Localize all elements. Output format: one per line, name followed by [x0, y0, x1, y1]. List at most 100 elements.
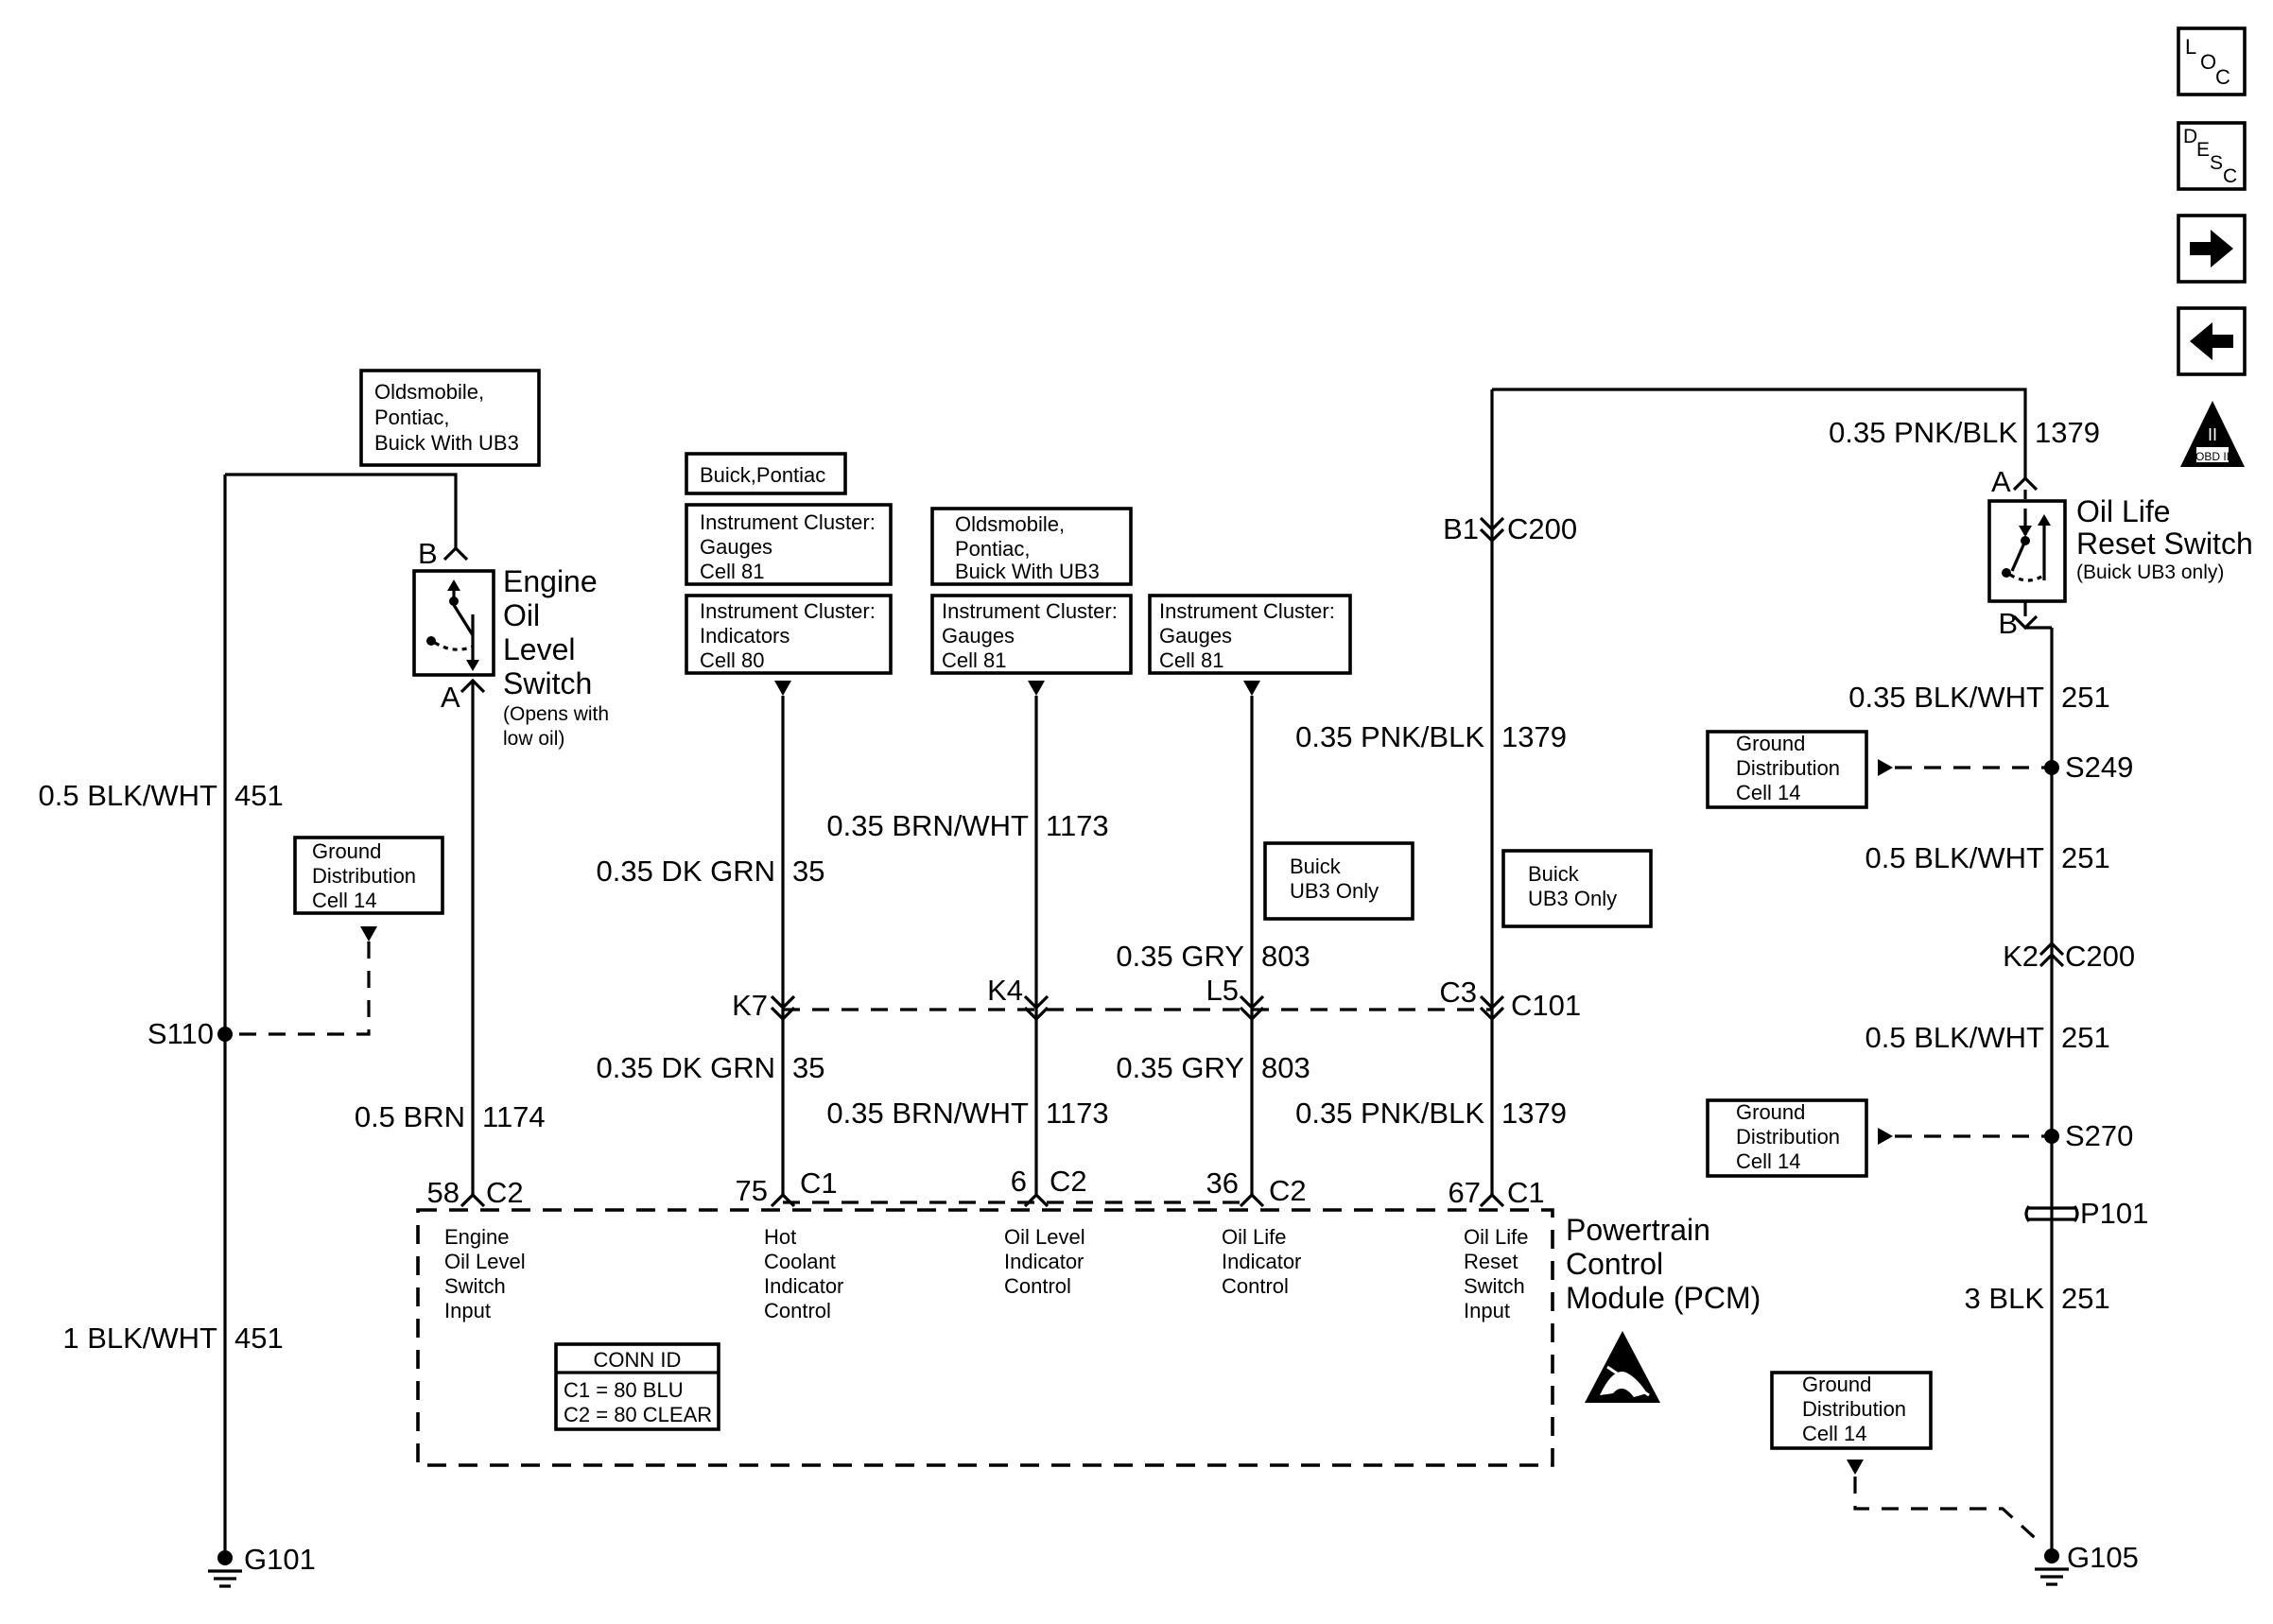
svg-text:C1: C1 — [800, 1166, 838, 1200]
svg-text:1173: 1173 — [1046, 1097, 1109, 1130]
ref-box-olds-pont-buick-ub3-center: Oldsmobile, Pontiac, Buick With UB3 — [930, 507, 1133, 586]
wire-label-1379-mid: 0.35 PNK/BLK 1379 — [1295, 720, 1567, 753]
ref-box-ic-indicators: Instrument Cluster: Indicators Cell 80 — [685, 594, 893, 675]
svg-text:CONN ID: CONN ID — [594, 1348, 682, 1372]
svg-text:G101: G101 — [244, 1543, 316, 1576]
wire-label-1173-upper: 0.35 BRN/WHT 1173 — [826, 809, 1108, 842]
svg-text:Pontiac,: Pontiac, — [955, 537, 1031, 561]
splice-s249: S249 — [2044, 751, 2133, 784]
conn-id-box: CONN ID C1 = 80 BLU C2 = 80 CLEAR — [554, 1342, 720, 1431]
svg-text:75: 75 — [736, 1174, 768, 1207]
wire-label-451-lower: 1 BLK/WHT 451 — [62, 1322, 283, 1355]
wire-label-451-upper: 0.5 BLK/WHT 451 — [39, 779, 284, 812]
svg-text:0.35 GRY: 0.35 GRY — [1116, 1051, 1244, 1084]
svg-text:0.35 DK GRN: 0.35 DK GRN — [596, 1051, 775, 1084]
description-nav-button[interactable]: D E S C — [2177, 121, 2247, 191]
svg-text:Powertrain: Powertrain — [1566, 1213, 1710, 1247]
svg-text:0.5 BLK/WHT: 0.5 BLK/WHT — [1865, 1021, 2045, 1054]
svg-text:C1: C1 — [1507, 1176, 1545, 1209]
svg-text:Switch: Switch — [1464, 1274, 1525, 1298]
svg-text:Gauges: Gauges — [942, 624, 1015, 648]
wire-label-35-lower: 0.35 DK GRN 35 — [596, 1051, 824, 1084]
wire-label-1379-top: 0.35 PNK/BLK 1379 — [1829, 416, 2100, 449]
wire-label-803-lower: 0.35 GRY 803 — [1116, 1051, 1310, 1084]
svg-text:C3: C3 — [1439, 976, 1477, 1009]
svg-text:Oil: Oil — [503, 598, 540, 632]
svg-text:Switch: Switch — [444, 1274, 506, 1298]
svg-text:0.35 BRN/WHT: 0.35 BRN/WHT — [826, 1097, 1029, 1130]
obd-ii-icon[interactable]: II OBD II — [2180, 401, 2245, 467]
pcm-input-hot-coolant: Hot Coolant Indicator Control — [764, 1225, 843, 1322]
next-page-button[interactable] — [2177, 214, 2247, 284]
pcm-input-oil-life-reset: Oil Life Reset Switch Input — [1464, 1225, 1528, 1322]
desc-letter-d: D — [2183, 126, 2197, 147]
svg-text:low oil): low oil) — [503, 728, 564, 750]
svg-text:58: 58 — [427, 1176, 460, 1209]
svg-text:Oil Life: Oil Life — [1464, 1225, 1528, 1249]
svg-text:0.5 BLK/WHT: 0.5 BLK/WHT — [1865, 841, 2045, 874]
right-arrow-icon — [2190, 230, 2233, 268]
svg-text:S249: S249 — [2065, 751, 2133, 784]
ref-box-buick-ub3-only-right: Buick UB3 Only — [1501, 849, 1653, 928]
svg-text:Ground: Ground — [1736, 1100, 1805, 1124]
wire-label-803-upper: 0.35 GRY 803 — [1116, 940, 1310, 973]
svg-text:Cell 14: Cell 14 — [1736, 1149, 1800, 1173]
svg-text:Buick,Pontiac: Buick,Pontiac — [700, 463, 825, 487]
svg-text:Switch: Switch — [503, 666, 592, 700]
location-nav-button[interactable]: L O C — [2177, 26, 2247, 96]
ref-box-buick-pontiac: Buick,Pontiac — [685, 452, 847, 495]
svg-text:67: 67 — [1449, 1176, 1481, 1209]
svg-text:1379: 1379 — [2035, 416, 2100, 449]
svg-text:0.5 BLK/WHT: 0.5 BLK/WHT — [39, 779, 218, 812]
svg-text:Indicators: Indicators — [700, 624, 789, 648]
ref-box-ground-distribution-left: Ground Distribution Cell 14 — [293, 836, 444, 915]
svg-text:6: 6 — [1011, 1165, 1027, 1198]
ref-box-ground-distribution-g105: Ground Distribution Cell 14 — [1770, 1371, 1933, 1450]
svg-text:0.35 PNK/BLK: 0.35 PNK/BLK — [1295, 1097, 1484, 1130]
svg-text:251: 251 — [2061, 1282, 2110, 1315]
svg-text:Input: Input — [444, 1299, 491, 1322]
svg-text:A: A — [1991, 465, 2011, 498]
svg-text:C2 = 80 CLEAR: C2 = 80 CLEAR — [564, 1403, 712, 1426]
ref-box-ic-gauges-oil-life: Instrument Cluster: Gauges Cell 81 — [1148, 594, 1352, 675]
loc-letter-l: L — [2185, 35, 2196, 59]
svg-text:451: 451 — [234, 779, 284, 812]
wire-label-1379-lower: 0.35 PNK/BLK 1379 — [1295, 1097, 1567, 1130]
svg-text:Instrument Cluster:: Instrument Cluster: — [700, 599, 876, 623]
engine-oil-level-switch: B A Engine Oil Level Switch (Opens with … — [412, 537, 609, 750]
pcm-input-oil-level-indicator: Oil Level Indicator Control — [1004, 1225, 1085, 1298]
svg-text:Ground: Ground — [1736, 732, 1805, 755]
svg-text:S110: S110 — [147, 1017, 214, 1050]
svg-text:A: A — [441, 681, 460, 714]
svg-text:Cell 81: Cell 81 — [1159, 648, 1223, 672]
svg-text:Reset Switch: Reset Switch — [2076, 527, 2253, 561]
wire-label-251-c: 0.5 BLK/WHT 251 — [1865, 1021, 2110, 1054]
svg-text:251: 251 — [2061, 681, 2110, 714]
svg-text:Distribution: Distribution — [1802, 1397, 1906, 1421]
previous-page-button[interactable] — [2177, 306, 2247, 376]
svg-text:Instrument Cluster:: Instrument Cluster: — [700, 510, 876, 534]
svg-text:Instrument Cluster:: Instrument Cluster: — [1159, 599, 1335, 623]
svg-text:C101: C101 — [1511, 989, 1581, 1022]
svg-text:C2: C2 — [1269, 1174, 1307, 1207]
pcm-connector-pins: 58 C2 75 C1 6 C2 36 C2 67 C1 — [427, 1165, 1545, 1209]
svg-text:35: 35 — [792, 855, 824, 888]
svg-text:803: 803 — [1261, 940, 1310, 973]
ref-box-ground-distribution-s270: Ground Distribution Cell 14 — [1706, 1098, 1868, 1178]
wire-label-251-d: 3 BLK 251 — [1965, 1282, 2110, 1315]
svg-text:Oil Level: Oil Level — [444, 1250, 526, 1273]
svg-text:0.35 DK GRN: 0.35 DK GRN — [596, 855, 775, 888]
pcm-input-engine-oil-level: Engine Oil Level Switch Input — [444, 1225, 526, 1322]
svg-text:Gauges: Gauges — [1159, 624, 1232, 648]
svg-text:Level: Level — [503, 632, 576, 666]
svg-text:251: 251 — [2061, 841, 2110, 874]
svg-text:Oil Life: Oil Life — [2076, 494, 2171, 528]
svg-text:36: 36 — [1206, 1166, 1239, 1200]
svg-text:Ground: Ground — [1802, 1373, 1871, 1396]
svg-text:Indicator: Indicator — [1004, 1250, 1084, 1273]
svg-text:K7: K7 — [732, 989, 768, 1022]
svg-text:Oldsmobile,: Oldsmobile, — [374, 380, 484, 404]
pcm-title: Powertrain Control Module (PCM) — [1566, 1213, 1761, 1315]
svg-text:Distribution: Distribution — [312, 864, 416, 888]
